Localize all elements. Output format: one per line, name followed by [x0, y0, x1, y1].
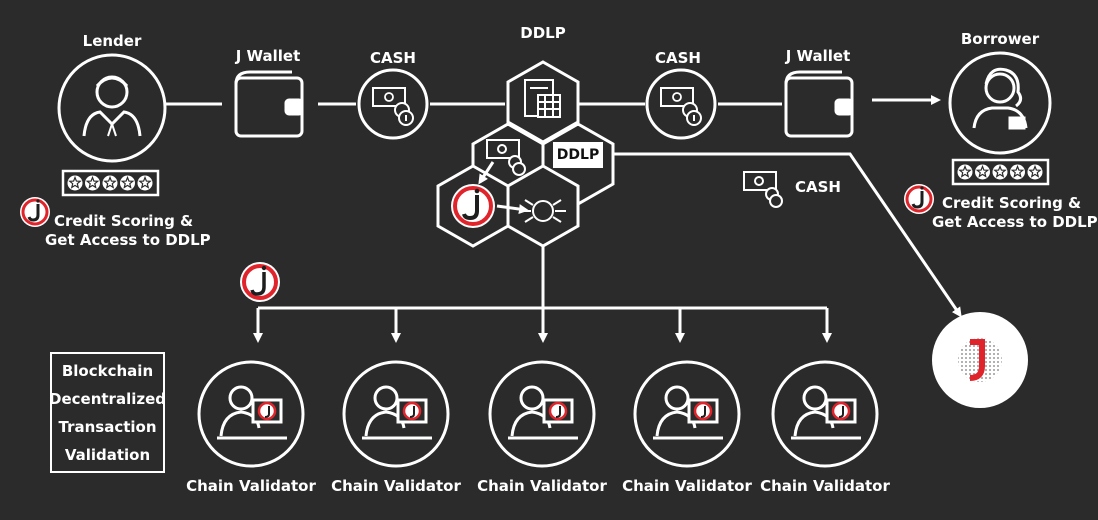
validator-label-5: Chain Validator: [760, 477, 890, 495]
star-badge: [85, 175, 100, 191]
star-icon: [975, 164, 990, 178]
star-icon: [993, 164, 1007, 178]
star-badge: [992, 164, 1008, 180]
validator-label-1: Chain Validator: [186, 477, 316, 495]
ddlp-badge: [553, 142, 603, 168]
star-icon: [1028, 164, 1042, 178]
blockchain-line4: Validation: [64, 445, 151, 464]
ddlp-cash-icon: [486, 139, 526, 176]
validators-group: [197, 360, 879, 468]
borrower-caption-line1: Credit Scoring &: [942, 194, 1082, 212]
star-badge: [975, 164, 990, 180]
right-cash-icon: [645, 68, 717, 140]
borrower-rating-stars: [951, 158, 1050, 186]
star-icon: [958, 164, 972, 178]
lender-caption-line1: Credit Scoring &: [54, 212, 194, 230]
validator-label-4: Chain Validator: [622, 477, 752, 495]
ddlp-title: DDLP: [520, 24, 566, 42]
chain-validator-icon: [771, 360, 879, 468]
arrow-logo-to-crypto: [496, 204, 529, 214]
lender-rating-stars: [61, 169, 160, 197]
chain-validator-icon: [197, 360, 305, 468]
ddlp-badge-label: DDLP: [556, 147, 600, 163]
left-wallet-icon: [234, 70, 304, 138]
ddlp-j-logo-icon: [451, 184, 495, 228]
star-badge: [67, 175, 83, 191]
ddlp-document-icon: [524, 79, 561, 118]
star-badge: [137, 175, 153, 191]
right-cash-title: CASH: [655, 49, 701, 67]
star-icon: [103, 175, 117, 189]
float-cash-icon: [743, 171, 783, 208]
left-cash-title: CASH: [370, 49, 416, 67]
lender-title: Lender: [82, 32, 142, 50]
right-wallet-icon: [784, 70, 854, 138]
validator-j-logo-icon: [240, 262, 280, 302]
chain-validator-icon: [633, 360, 741, 468]
star-icon: [1010, 164, 1025, 178]
validator-label-3: Chain Validator: [477, 477, 607, 495]
borrower-j-logo-icon: [904, 184, 934, 214]
right-wallet-title: J Wallet: [785, 47, 851, 65]
ddlp-crypto-icon: [520, 199, 566, 223]
star-icon: [85, 175, 100, 189]
lender-caption-line2: Get Access to DDLP: [45, 231, 211, 249]
star-icon: [138, 175, 152, 189]
star-badge: [957, 164, 973, 180]
borrower-person-icon: [948, 51, 1052, 155]
ddlp-crypto-hex: [506, 164, 580, 248]
chain-validator-icon: [342, 360, 450, 468]
star-badge: [1010, 164, 1025, 180]
float-cash-title: CASH: [795, 178, 841, 196]
star-icon: [120, 175, 135, 189]
validator-label-2: Chain Validator: [331, 477, 461, 495]
blockchain-box: Blockchain Decentralized Transaction Val…: [49, 352, 166, 473]
star-badge: [120, 175, 135, 191]
arrow-cash-to-logo: [478, 161, 495, 185]
star-badge: [1027, 164, 1043, 180]
lender-j-logo-icon: [20, 197, 50, 227]
left-cash-icon: [357, 68, 429, 140]
left-wallet-title: J Wallet: [235, 47, 301, 65]
borrower-caption-line2: Get Access to DDLP: [932, 213, 1098, 231]
blockchain-line2: Decentralized: [49, 389, 166, 408]
blockchain-line1: Blockchain: [61, 361, 154, 380]
star-icon: [68, 175, 82, 189]
blockchain-line3: Transaction: [58, 417, 157, 436]
arrow-ddlp-logo: [604, 152, 962, 318]
ddlp-dotted-j-logo-icon: [932, 312, 1028, 408]
star-badge: [102, 175, 118, 191]
chain-validator-icon: [488, 360, 596, 468]
borrower-title: Borrower: [960, 30, 1040, 48]
connector-lines: [165, 95, 962, 343]
lender-person-icon: [57, 53, 167, 163]
